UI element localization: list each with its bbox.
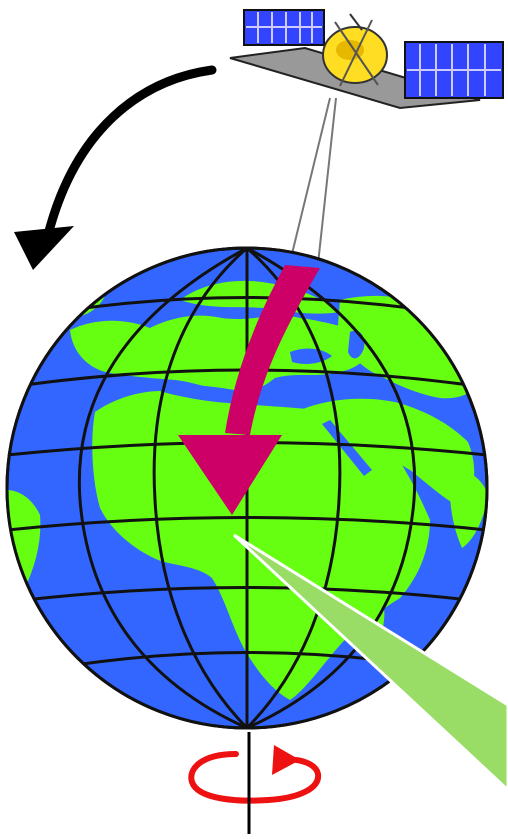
satellite-icon: [230, 10, 503, 108]
left-solar-panel: [244, 10, 324, 45]
orbit-direction-arrow-icon: [14, 70, 212, 270]
right-solar-panel: [405, 42, 503, 98]
earth-rotation-arrow-icon: [191, 732, 318, 834]
satellite-body: [323, 14, 387, 86]
sensor-beam-lines: [290, 98, 336, 264]
